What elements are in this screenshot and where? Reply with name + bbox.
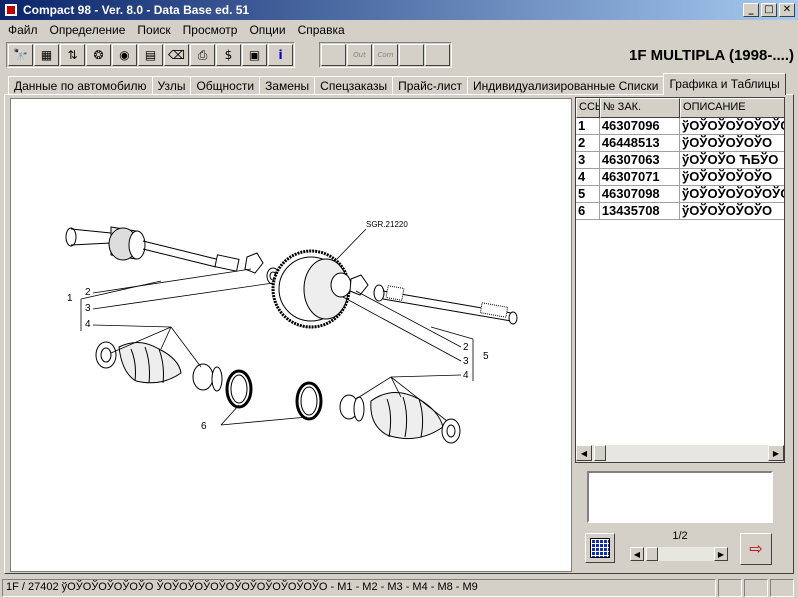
- grid-icon[interactable]: ▦: [34, 44, 59, 66]
- minimize-button[interactable]: _: [743, 3, 759, 17]
- table-row[interactable]: 3 46307063 ўОЎОЎО ЋБЎО: [576, 152, 784, 169]
- export-document-icon: ⇨: [749, 541, 763, 558]
- scroll-thumb[interactable]: [594, 445, 606, 461]
- tire-icon[interactable]: [425, 44, 450, 66]
- right-shaft-assembly: [271, 249, 518, 329]
- menu-options[interactable]: Опции: [249, 23, 286, 37]
- table-row[interactable]: 4 46307071 ўОЎОЎОЎОЎО: [576, 169, 784, 186]
- page-scrollbar[interactable]: ◀ ▶: [630, 547, 728, 561]
- leader-lines: [80, 228, 474, 426]
- disabled-button-1[interactable]: [321, 44, 346, 66]
- window-title: Compact 98 - Ver. 8.0 - Data Base ed. 51: [23, 3, 250, 17]
- document-icon[interactable]: ▤: [138, 44, 163, 66]
- page-indicator: 1/2: [672, 530, 688, 542]
- table-grid-icon: [590, 538, 610, 558]
- tab-replacements[interactable]: Замены: [259, 76, 316, 95]
- com-button[interactable]: Com: [373, 44, 398, 66]
- menu-help[interactable]: Справка: [297, 23, 345, 37]
- status-panel-2: [718, 579, 742, 597]
- table-row[interactable]: 1 46307096 ўОЎОЎОЎОЎОЎО: [576, 118, 784, 135]
- callout-left-2: 2: [85, 287, 91, 298]
- menu-search[interactable]: Поиск: [137, 23, 171, 37]
- arrows-icon[interactable]: ⇅: [60, 44, 85, 66]
- app-icon: [4, 3, 18, 17]
- callout-left-3: 3: [85, 303, 91, 314]
- tab-price-list[interactable]: Прайс-лист: [392, 76, 468, 95]
- exploded-drawing[interactable]: SGR.21220 1 2 3 4 2 3 4 5 6: [10, 98, 572, 572]
- table-view-button[interactable]: [585, 533, 615, 563]
- header-description[interactable]: ОПИСАНИЕ: [680, 98, 784, 118]
- image-icon[interactable]: ▣: [242, 44, 267, 66]
- header-ref[interactable]: ССЫ: [576, 98, 600, 118]
- menu-view[interactable]: Просмотр: [182, 23, 238, 37]
- status-panel-4: [770, 579, 794, 597]
- callout-right-2: 2: [463, 342, 469, 353]
- palette-icon[interactable]: ❂: [86, 44, 111, 66]
- tab-panel: [4, 94, 794, 574]
- callout-right-4: 4: [463, 370, 469, 381]
- maximize-button[interactable]: □: [761, 3, 777, 17]
- eraser-icon[interactable]: ⌫: [164, 44, 189, 66]
- callout-bottom-6: 6: [201, 421, 207, 432]
- left-shaft-assembly: [65, 226, 280, 285]
- tab-commonality[interactable]: Общности: [190, 76, 261, 95]
- target-icon[interactable]: ◉: [112, 44, 137, 66]
- clamps: [225, 369, 323, 421]
- parts-table[interactable]: ССЫ № ЗАК. ОПИСАНИЕ 1 46307096 ўОЎОЎОЎОЎ…: [575, 97, 785, 463]
- callout-left-4: 4: [85, 319, 91, 330]
- scroll-right-icon[interactable]: ▶: [768, 445, 784, 461]
- callout-right-3: 3: [463, 356, 469, 367]
- out-button[interactable]: Out: [347, 44, 372, 66]
- driveshaft-diagram: SGR.21220 1 2 3 4 2 3 4 5 6: [65, 220, 518, 444]
- header-part-number[interactable]: № ЗАК.: [599, 98, 681, 118]
- table-row[interactable]: 5 46307098 ўОЎОЎОЎОЎОЎО: [576, 186, 784, 203]
- tab-strip: Данные по автомобилю Узлы Общности Замен…: [8, 73, 786, 95]
- vehicle-model: 1F MULTIPLA (1998-....): [628, 46, 794, 64]
- binoculars-icon[interactable]: 🔭: [8, 44, 33, 66]
- table-row[interactable]: 6 13435708 ўОЎОЎОЎОЎО: [576, 203, 784, 220]
- status-bar: 1F / 27402 ўОЎОЎОЎОЎОЎО ЎОЎОЎОЎОЎОЎОЎОЎО…: [0, 578, 798, 598]
- status-text: 1F / 27402 ўОЎОЎОЎОЎОЎО ЎОЎОЎОЎОЎОЎОЎОЎО…: [2, 579, 716, 597]
- table-row[interactable]: 2 46448513 ўОЎОЎОЎОЎО: [576, 135, 784, 152]
- toolbar: 🔭 ▦ ⇅ ❂ ◉ ▤ ⌫ ⎙ $ ▣ i Out Com 1F MULTIPL…: [0, 41, 798, 69]
- page-thumb[interactable]: [646, 547, 658, 561]
- drawing-ref-code: SGR.21220: [366, 220, 408, 229]
- status-panel-3: [744, 579, 768, 597]
- menu-identify[interactable]: Определение: [49, 23, 126, 37]
- callout-left-1: 1: [67, 293, 73, 304]
- scroll-left-icon[interactable]: ◀: [576, 445, 592, 461]
- menu-file[interactable]: Файл: [8, 23, 38, 37]
- menu-bar: Файл Определение Поиск Просмотр Опции Сп…: [0, 20, 798, 40]
- dollar-icon[interactable]: $: [216, 44, 241, 66]
- toolbar-main-group: 🔭 ▦ ⇅ ❂ ◉ ▤ ⌫ ⎙ $ ▣ i: [6, 42, 295, 68]
- close-button[interactable]: ✕: [779, 3, 795, 17]
- page-next-icon[interactable]: ▶: [714, 547, 728, 561]
- toolbar-disabled-group: Out Com: [319, 42, 452, 68]
- page-prev-icon[interactable]: ◀: [630, 547, 644, 561]
- tab-graphics-tables[interactable]: Графика и Таблицы: [663, 73, 786, 95]
- tab-special-orders[interactable]: Спецзаказы: [314, 76, 394, 95]
- printer-icon[interactable]: ⎙: [190, 44, 215, 66]
- tab-vehicle-data[interactable]: Данные по автомобилю: [8, 76, 153, 95]
- tab-custom-lists[interactable]: Индивидуализированные Списки: [466, 76, 665, 95]
- title-bar: Compact 98 - Ver. 8.0 - Data Base ed. 51…: [0, 0, 798, 20]
- callout-right-5: 5: [483, 351, 489, 362]
- table-header: ССЫ № ЗАК. ОПИСАНИЕ: [576, 98, 784, 118]
- info-icon[interactable]: i: [268, 44, 293, 66]
- tab-assemblies[interactable]: Узлы: [151, 76, 192, 95]
- boot-kit-left: [95, 341, 223, 392]
- export-button[interactable]: ⇨: [740, 533, 772, 565]
- notes-box[interactable]: [587, 471, 773, 523]
- wheel-icon[interactable]: [399, 44, 424, 66]
- boot-kit-right: [339, 392, 461, 444]
- table-hscrollbar[interactable]: ◀ ▶: [576, 445, 784, 462]
